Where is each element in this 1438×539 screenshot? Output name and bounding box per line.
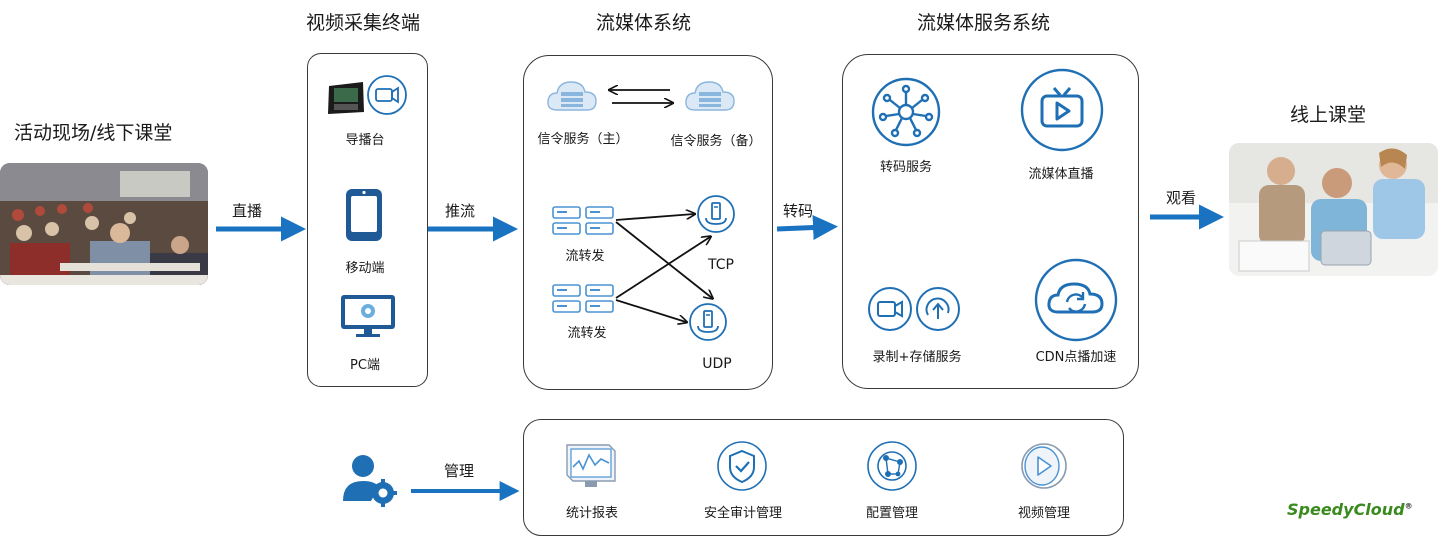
forward1-server-icon [552,206,614,235]
forward2-server-icon [552,284,614,313]
forward1-label: 流转发 [565,249,605,264]
online-title: 线上课堂 [1290,104,1367,126]
signal-main-cloud-icon [547,81,597,111]
service-title: 流媒体服务系统 [917,12,1051,34]
venue-photo [0,163,208,285]
signal-backup-cloud-icon [685,81,735,111]
record-camera-icon [868,287,912,331]
live-label: 直播 [232,202,263,220]
director-label: 导播台 [345,133,385,148]
storage-upload-icon [916,287,960,331]
live-service-label: 流媒体直播 [1028,167,1094,182]
signal-main-label: 信令服务（主） [537,132,629,147]
signal-backup-label: 信令服务（备） [670,134,762,149]
management-box [523,419,1124,536]
transcode-label: 转码 [783,202,814,220]
security-label: 安全审计管理 [703,506,782,521]
admin-user-gear-icon [343,455,397,507]
venue-title: 活动现场/线下课堂 [14,122,173,144]
config-network-icon [867,441,917,491]
speedycloud-logo: SpeedyCloud® [1287,500,1413,519]
cdn-cloud-icon [1034,258,1118,342]
tcp-node-icon [697,195,735,233]
transcode-service-label: 转码服务 [879,160,932,175]
stats-report-icon [566,444,616,487]
pc-label: PC端 [350,358,380,373]
video-label: 视频管理 [1017,506,1070,521]
push-label: 推流 [445,202,476,220]
live-tv-icon [1020,68,1104,152]
logo-text: SpeedyCloud [1287,500,1405,519]
udp-label: UDP [702,356,732,372]
logo-mark: ® [1404,501,1413,511]
capture-title: 视频采集终端 [306,12,421,34]
streaming-title: 流媒体系统 [596,12,692,34]
security-shield-icon [717,441,767,491]
forward2-label: 流转发 [567,326,607,341]
mobile-label: 移动端 [345,261,385,276]
camera-icon [367,75,407,115]
video-play-icon [1021,443,1067,489]
udp-node-icon [689,303,727,341]
tcp-label: TCP [708,257,734,273]
stats-label: 统计报表 [565,506,618,521]
watch-label: 观看 [1166,189,1197,207]
transcode-hub-icon [871,77,941,147]
pc-monitor-icon [341,295,395,337]
transcode-arrow [776,215,838,241]
cdn-service-label: CDN点播加速 [1035,350,1117,365]
record-service-label: 录制+存储服务 [872,350,962,365]
config-label: 配置管理 [865,506,918,521]
manage-label: 管理 [444,462,475,480]
director-console-icon [328,82,364,114]
online-photo [1229,143,1438,276]
mobile-phone-icon [346,189,382,241]
